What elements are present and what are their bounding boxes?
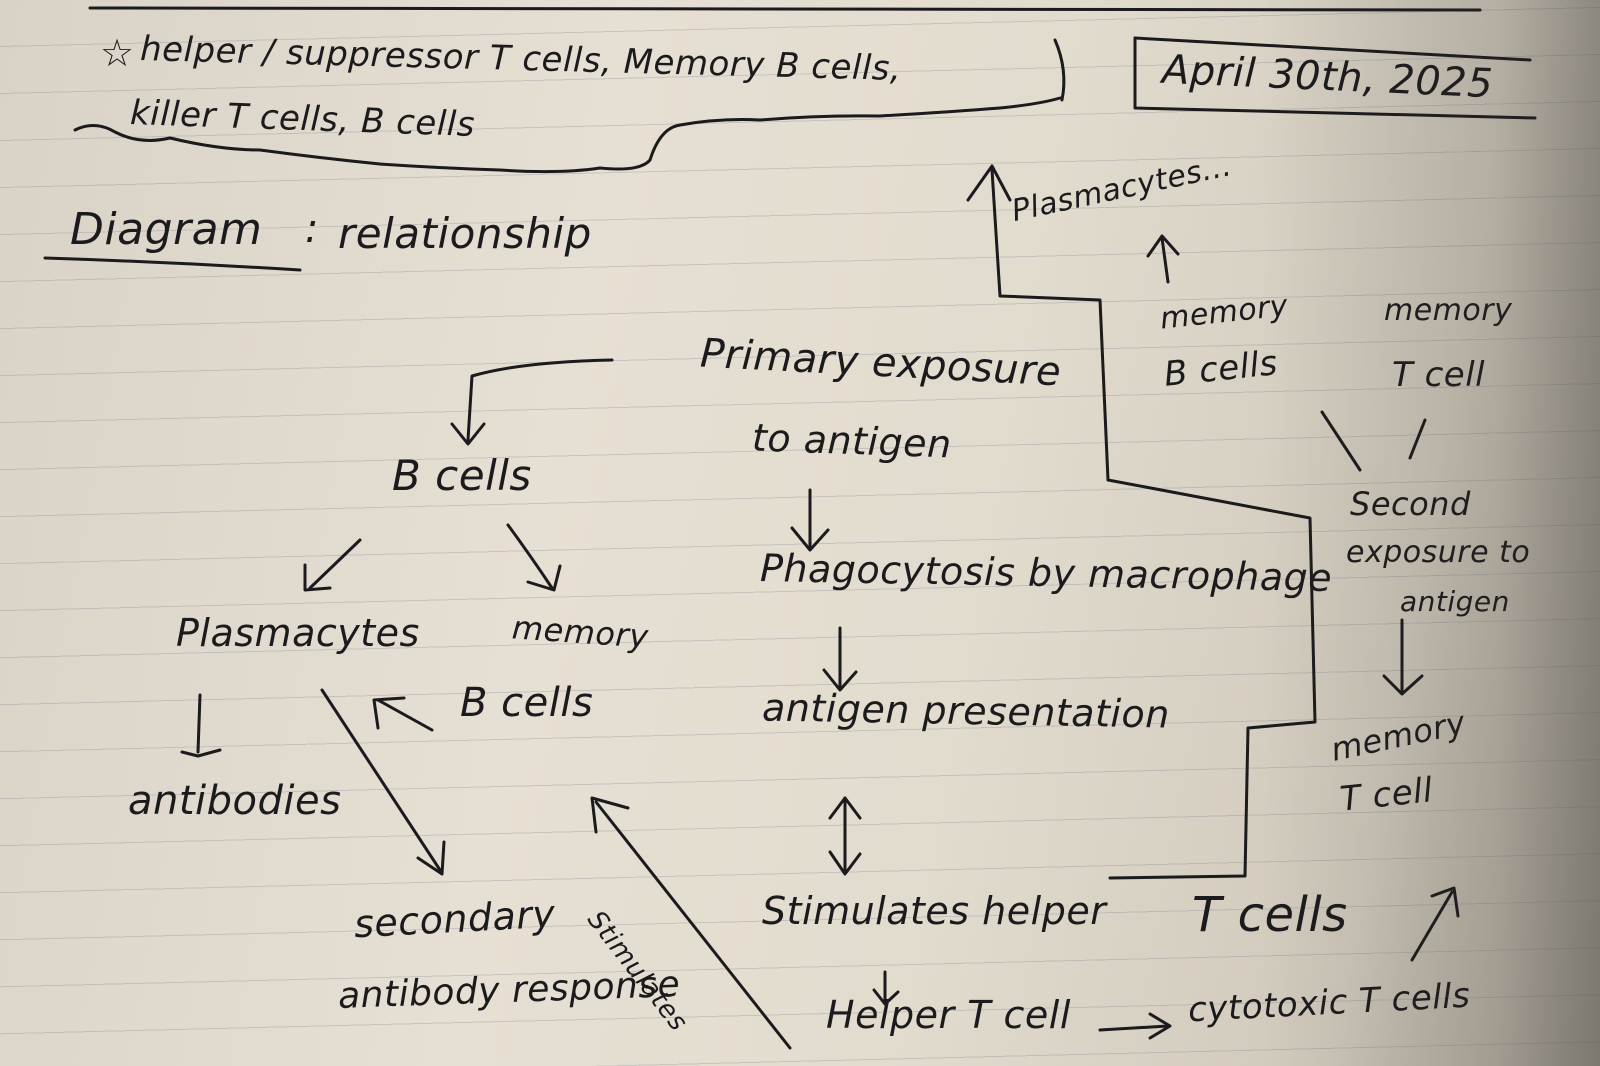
node-memory-top-t-label: memory	[1384, 293, 1513, 328]
arrow-memory-b-top-head	[1146, 234, 1180, 258]
arrow-plasmacytes-secondary-head	[416, 840, 446, 876]
topics-bracket	[1053, 38, 1066, 102]
arrow-memory-plasmacytes	[376, 698, 434, 732]
arrow-helper-cytotoxic	[1098, 1024, 1170, 1032]
arrow-plasmacytes-antibodies	[196, 693, 202, 754]
diagram-underline	[43, 256, 302, 272]
arrow-memory-b-top	[1160, 236, 1170, 284]
arrow-presentation-stimulates-head-down	[828, 850, 862, 876]
arrow-exposure-phagocytosis-head	[790, 526, 830, 552]
node-antigen-presentation: antigen presentation	[761, 685, 1171, 737]
date-box-top	[1133, 36, 1532, 62]
tick-memory-t-second	[1408, 418, 1427, 460]
arrow-to-bcells-head	[450, 422, 486, 446]
heading-separator: :	[305, 206, 319, 252]
node-t-cells: T cells	[1192, 887, 1348, 943]
node-memory-top-t-cell: T cell	[1392, 355, 1486, 395]
heading-label: Diagram	[70, 204, 263, 255]
heading-subject: relationship	[338, 209, 592, 258]
arrow-to-bcells	[466, 358, 614, 442]
arrow-memory-plasmacytes-head	[372, 696, 406, 730]
header-top-rule	[88, 6, 1482, 12]
node-stimulates-helper: Stimulates helper	[762, 889, 1107, 933]
node-to-antigen: to antigen	[751, 415, 953, 467]
date-box	[1133, 36, 1537, 120]
node-helper-t-cell: Helper T cell	[826, 993, 1071, 1037]
arrow-presentation-stimulates-head-up	[828, 796, 862, 820]
arrow-bcells-plasmacytes-head	[303, 563, 332, 592]
tick-memory-b-second	[1320, 410, 1362, 472]
arrow-helper-stimulates-b	[594, 800, 792, 1050]
arrow-to-plasmacytes-top-head	[966, 164, 1012, 202]
arrow-phagocytosis-presentation-head	[822, 668, 858, 692]
node-memory-b-cells: B cells	[460, 680, 594, 726]
arrow-plasmacytes-secondary	[320, 688, 442, 872]
node-b-cells: B cells	[392, 451, 532, 500]
node-second-exposure-3: antigen	[1400, 585, 1510, 618]
arrow-plasmacytes-antibodies-head	[180, 748, 222, 758]
arrow-helper-cytotoxic-head	[1148, 1012, 1172, 1040]
arrow-helper-stimulates-b-head	[590, 796, 630, 834]
node-antibodies: antibodies	[128, 778, 342, 824]
topics-wavy-underline	[73, 96, 1062, 174]
arrow-second-memory-t-head	[1382, 674, 1424, 696]
arrow-bcells-memory-head	[526, 564, 562, 592]
arrow-cytotoxic-up-head	[1430, 886, 1460, 918]
t-cell-boundary-line	[990, 168, 1317, 880]
star-icon: ☆	[100, 31, 135, 75]
arrow-stimulates-helper-head	[872, 988, 900, 1006]
arrow-bcells-memory	[506, 523, 554, 590]
node-second-exposure-1: Second	[1350, 485, 1471, 523]
node-plasmacytes: Plasmacytes	[176, 611, 420, 655]
node-second-exposure-2: exposure to	[1346, 535, 1531, 570]
arrow-bcells-plasmacytes	[308, 538, 362, 590]
arrow-cytotoxic-up	[1410, 890, 1454, 962]
